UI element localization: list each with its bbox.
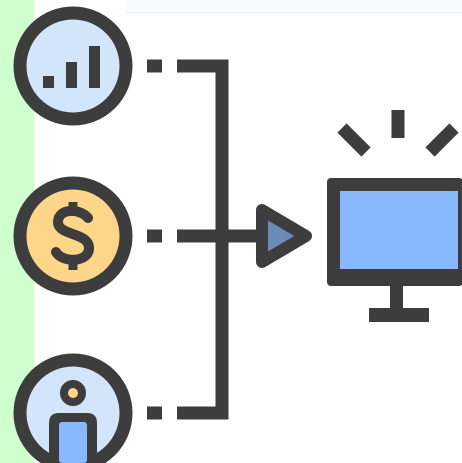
monitor-icon (327, 178, 462, 322)
dollar-coin-icon (13, 176, 133, 296)
bar-chart-icon (13, 6, 133, 126)
connector-lines (147, 59, 262, 420)
arrow-right-icon (256, 204, 312, 268)
top-band (126, 0, 462, 13)
attention-rays-icon (337, 110, 459, 157)
user-avatar-icon (13, 353, 133, 463)
